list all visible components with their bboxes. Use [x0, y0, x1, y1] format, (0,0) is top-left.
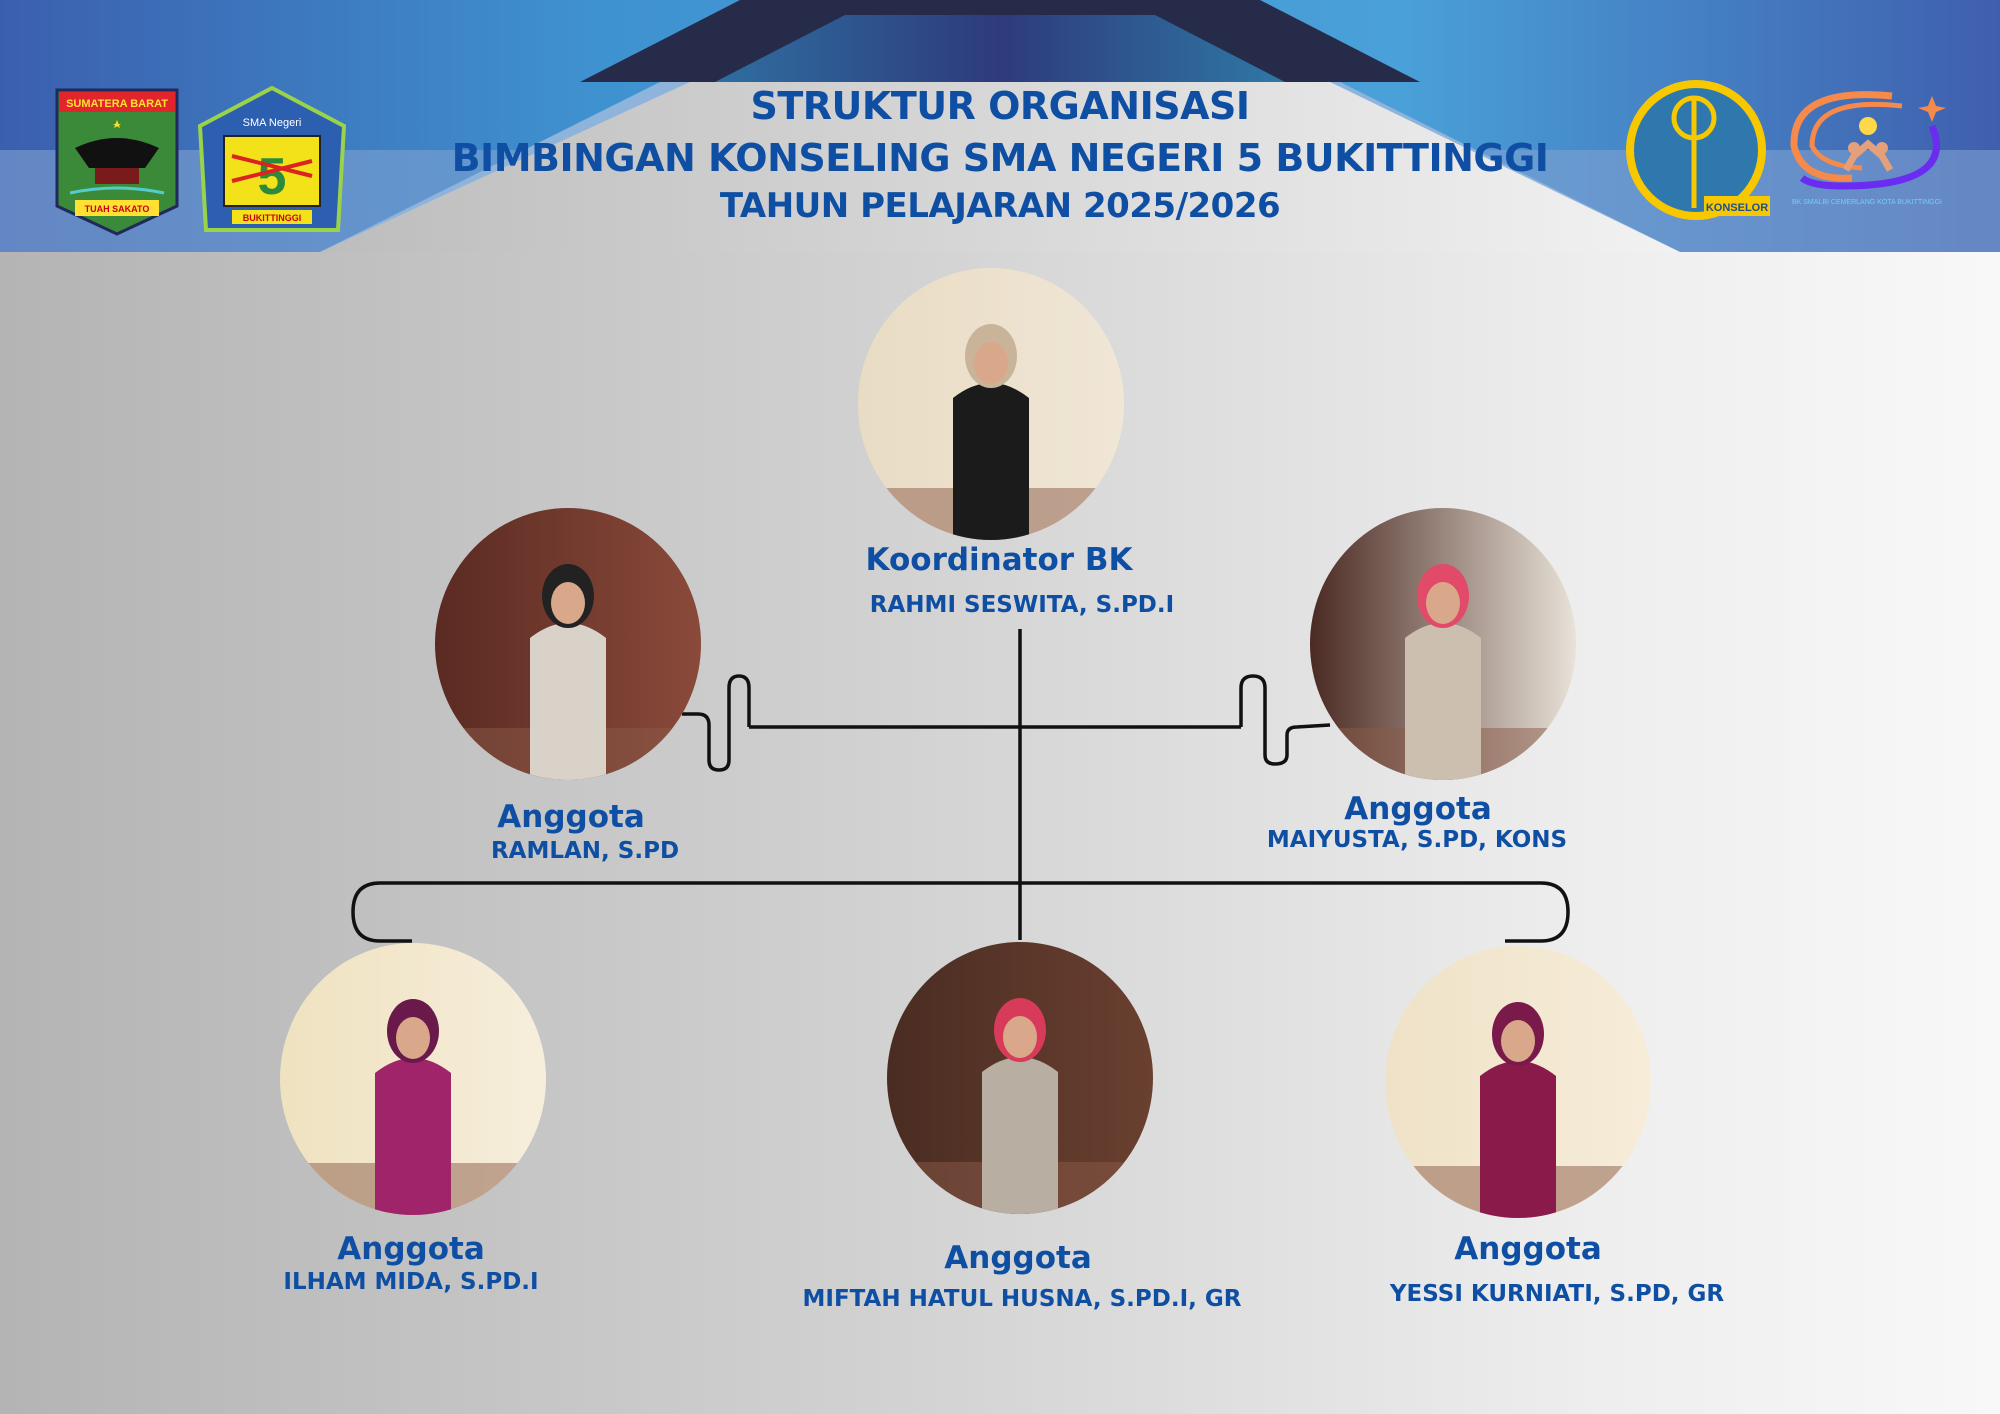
coordinator-photo [858, 268, 1124, 540]
bottom-right-member-role: Anggota [1454, 1231, 1602, 1267]
svg-text:BUKITTINGGI: BUKITTINGGI [243, 213, 302, 223]
right-branch-line [1239, 674, 1331, 766]
left-member-photo [435, 508, 701, 780]
svg-text:TUAH SAKATO: TUAH SAKATO [85, 204, 150, 214]
right-member-photo [1310, 508, 1576, 780]
konselor-logo: KONSELOR [1626, 80, 1770, 220]
title-line-1: STRUKTUR ORGANISASI [750, 84, 1250, 128]
title-line-3: TAHUN PELAJARAN 2025/2026 [719, 186, 1281, 226]
right-member-role: Anggota [1344, 791, 1492, 827]
bottom-center-member-photo [887, 942, 1153, 1214]
svg-text:KONSELOR: KONSELOR [1706, 202, 1768, 214]
coordinator-name: RAHMI SESWITA, S.PD.I [869, 592, 1175, 618]
sma-negeri-5-logo: SMA Negeri 5 BUKITTINGGI [198, 86, 346, 232]
bottom-bracket-line [351, 881, 1570, 943]
coordinator-role: Koordinator BK [865, 542, 1133, 578]
left-branch-line [682, 674, 751, 772]
bottom-center-member-name: MIFTAH HATUL HUSNA, S.PD.I, GR [802, 1286, 1242, 1312]
svg-text:SMA Negeri: SMA Negeri [243, 117, 302, 129]
bottom-center-member-role: Anggota [944, 1240, 1092, 1276]
svg-text:5: 5 [258, 148, 287, 206]
bk-cemerlang-logo: BK SMALBI CEMERLANG KOTA BUKITTINGGI [1790, 91, 1946, 206]
right-member-name: MAIYUSTA, S.PD, KONS [1266, 827, 1568, 853]
bottom-left-member-role: Anggota [337, 1231, 485, 1267]
svg-text:BK SMALBI CEMERLANG KOTA BUKIT: BK SMALBI CEMERLANG KOTA BUKITTINGGI [1792, 199, 1942, 206]
left-member-role: Anggota [497, 799, 645, 835]
bottom-left-member-name: ILHAM MIDA, S.PD.I [283, 1269, 539, 1295]
bottom-right-member-name: YESSI KURNIATI, S.PD, GR [1389, 1281, 1725, 1307]
header-banner: STRUKTUR ORGANISASI BIMBINGAN KONSELING … [0, 0, 2000, 252]
bottom-right-member-photo [1385, 946, 1651, 1218]
sumatera-barat-logo: SUMATERA BARAT TUAH SAKATO [55, 88, 179, 236]
left-member-name: RAMLAN, S.PD [490, 838, 680, 864]
bottom-left-member-photo [280, 943, 546, 1215]
svg-text:SUMATERA BARAT: SUMATERA BARAT [66, 98, 168, 110]
title-line-2: BIMBINGAN KONSELING SMA NEGERI 5 BUKITTI… [451, 136, 1549, 180]
